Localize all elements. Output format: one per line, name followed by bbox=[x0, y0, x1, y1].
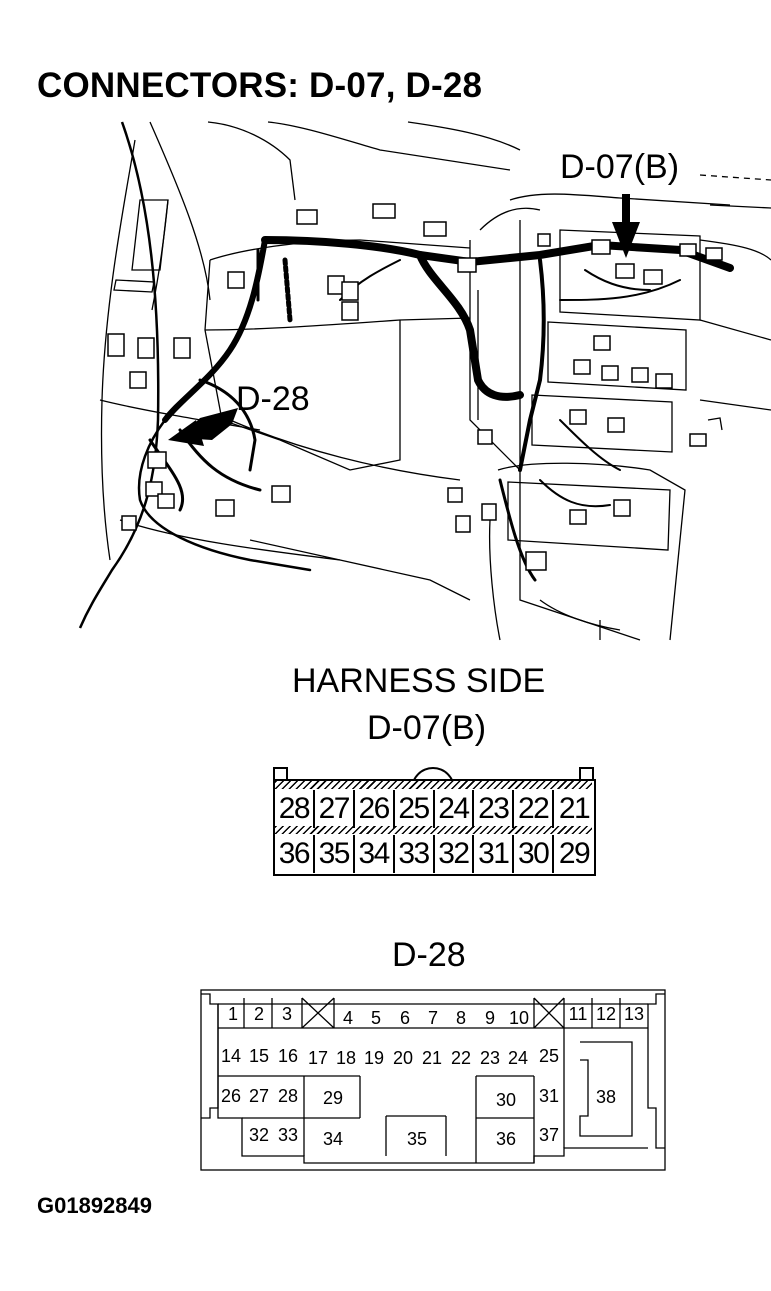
pin-number: 21 bbox=[421, 1048, 443, 1068]
pin-number: 5 bbox=[370, 1008, 381, 1028]
pin-number: 34 bbox=[322, 1129, 344, 1149]
page-title: CONNECTORS: D-07, D-28 bbox=[37, 66, 483, 105]
pin-cell: 26 bbox=[355, 790, 395, 828]
pin-number: 33 bbox=[277, 1125, 299, 1145]
callout-label-d07: D-07(B) bbox=[560, 148, 680, 186]
pin-number: 7 bbox=[427, 1008, 438, 1028]
pin-number: 28 bbox=[277, 1086, 299, 1106]
pin-number: 29 bbox=[322, 1088, 344, 1108]
pin-number: 14 bbox=[220, 1046, 242, 1066]
pin-number: 23 bbox=[479, 1048, 501, 1068]
pin-number: 24 bbox=[507, 1048, 529, 1068]
pin-cell: 23 bbox=[474, 790, 515, 828]
pin-cell: 28 bbox=[275, 790, 315, 828]
pin-number: 8 bbox=[455, 1008, 466, 1028]
pin-number: 4 bbox=[342, 1008, 353, 1028]
pin-cell: 22 bbox=[514, 790, 555, 828]
pin-number: 25 bbox=[538, 1046, 560, 1066]
pin-number: 17 bbox=[307, 1048, 329, 1068]
connector-label-d28: D-28 bbox=[392, 936, 466, 974]
pin-number: 22 bbox=[450, 1048, 472, 1068]
pin-number: 15 bbox=[248, 1046, 270, 1066]
pin-number: 9 bbox=[484, 1008, 495, 1028]
pin-number: 6 bbox=[399, 1008, 410, 1028]
pin-number: 26 bbox=[220, 1086, 242, 1106]
pin-row-top: 28 27 26 25 24 23 22 21 bbox=[275, 790, 594, 828]
figure-id: G01892849 bbox=[37, 1193, 152, 1218]
pin-cell: 31 bbox=[474, 835, 515, 873]
pin-cell: 24 bbox=[435, 790, 475, 828]
pin-number: 36 bbox=[495, 1129, 517, 1149]
pin-cell: 34 bbox=[355, 835, 395, 873]
pin-cell: 21 bbox=[558, 792, 591, 825]
pin-row-bottom: 36 35 34 33 32 31 30 29 bbox=[275, 835, 594, 873]
pin-number: 18 bbox=[335, 1048, 357, 1068]
pin-number: 16 bbox=[277, 1046, 299, 1066]
pin-number: 11 bbox=[568, 1004, 588, 1024]
pin-number: 31 bbox=[538, 1086, 560, 1106]
pin-cell: 32 bbox=[435, 835, 475, 873]
pin-number: 38 bbox=[595, 1087, 617, 1107]
harness-side-heading: HARNESS SIDE bbox=[292, 662, 546, 700]
pin-cell: 25 bbox=[395, 790, 435, 828]
pin-cell: 30 bbox=[514, 835, 555, 873]
pin-number: 35 bbox=[406, 1129, 428, 1149]
pin-number: 37 bbox=[538, 1125, 560, 1145]
pin-cell: 27 bbox=[315, 790, 355, 828]
connector-divider bbox=[275, 826, 592, 834]
pin-number: 3 bbox=[281, 1004, 292, 1024]
pin-number: 10 bbox=[508, 1008, 530, 1028]
connector-lock-tab-left bbox=[273, 767, 288, 781]
pin-cell: 29 bbox=[558, 837, 591, 870]
connector-lock-tab-right bbox=[579, 767, 594, 781]
pin-cell: 36 bbox=[275, 835, 315, 873]
callout-label-d28: D-28 bbox=[236, 380, 310, 418]
pin-number: 1 bbox=[227, 1004, 238, 1024]
pin-number: 30 bbox=[495, 1090, 517, 1110]
connector-hatch bbox=[275, 781, 592, 789]
dashboard-wiring-illustration bbox=[78, 121, 771, 641]
pin-cell: 33 bbox=[395, 835, 435, 873]
connector-d28-outline bbox=[200, 989, 666, 1171]
pin-number: 12 bbox=[595, 1004, 617, 1024]
pin-cell: 35 bbox=[315, 835, 355, 873]
pin-number: 32 bbox=[248, 1125, 270, 1145]
pin-number: 20 bbox=[392, 1048, 414, 1068]
pin-number: 13 bbox=[623, 1004, 645, 1024]
pin-number: 27 bbox=[248, 1086, 270, 1106]
pin-number: 2 bbox=[253, 1004, 264, 1024]
connector-d07-face: 28 27 26 25 24 23 22 21 36 35 34 33 32 3… bbox=[273, 767, 596, 876]
connector-d28-face: 1 2 3 4 5 6 7 8 9 10 11 12 13 14 15 16 1… bbox=[200, 988, 667, 1172]
pin-number: 19 bbox=[363, 1048, 385, 1068]
connector-label-d07: D-07(B) bbox=[367, 709, 487, 747]
